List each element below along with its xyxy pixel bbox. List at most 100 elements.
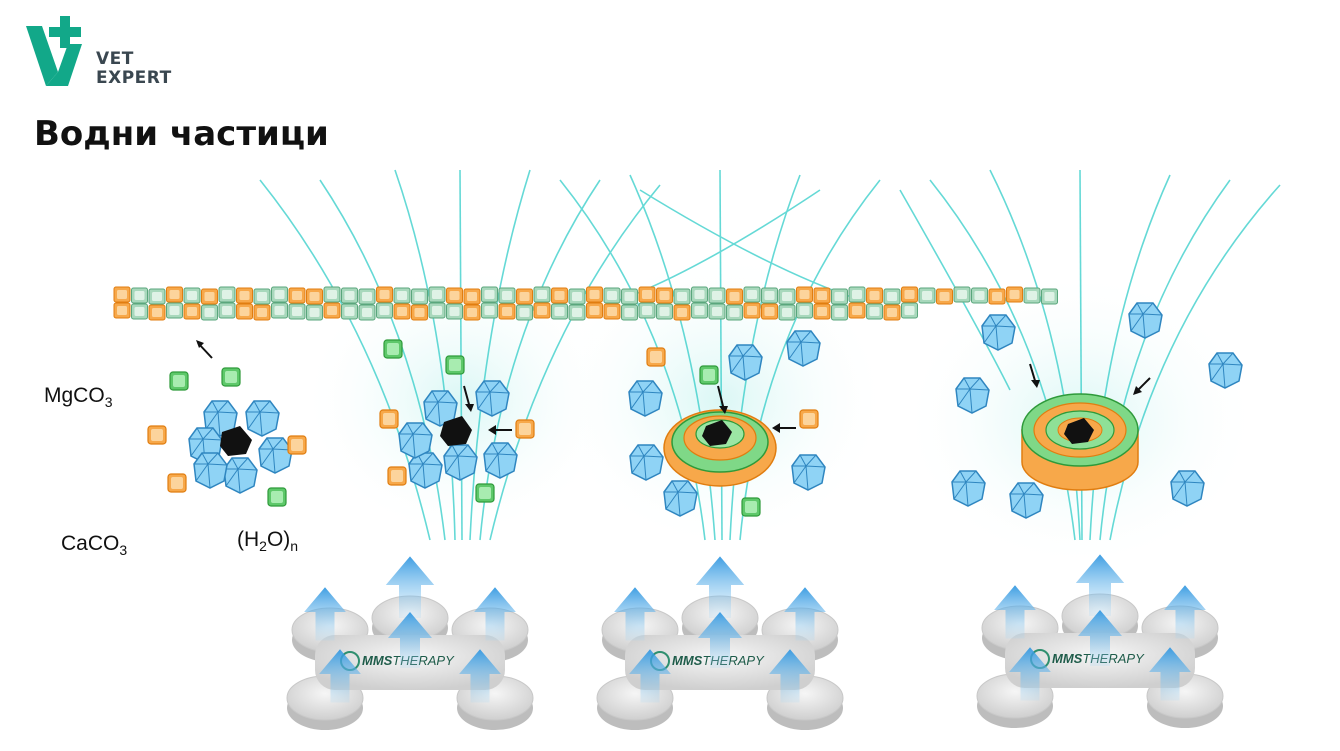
scale-cube bbox=[236, 303, 253, 320]
scale-cube bbox=[638, 302, 656, 319]
scale-cube bbox=[498, 303, 516, 320]
scale-cube bbox=[218, 302, 236, 319]
scale-cube bbox=[131, 303, 148, 320]
scale-cube bbox=[148, 304, 166, 321]
scale-cube bbox=[306, 304, 323, 321]
scale-cube bbox=[603, 303, 621, 320]
scale-cube bbox=[533, 302, 551, 319]
scale-cube bbox=[971, 287, 988, 304]
up-arrow-icon bbox=[319, 649, 361, 703]
scale-cube bbox=[393, 303, 411, 320]
up-arrow-icon bbox=[698, 612, 742, 668]
logo-line2: EXPERT bbox=[96, 68, 172, 88]
scale-cube bbox=[358, 304, 376, 321]
caco3-text: CaCO bbox=[61, 532, 120, 555]
water-mid: O) bbox=[266, 528, 291, 551]
scale-cube bbox=[726, 288, 743, 305]
water-sub1: 2 bbox=[259, 538, 267, 555]
scale-cube bbox=[148, 288, 166, 305]
scale-cube bbox=[271, 286, 288, 303]
scale-cube bbox=[883, 304, 901, 321]
scale-cube bbox=[603, 287, 621, 304]
scale-cube bbox=[393, 287, 411, 304]
scale-cube bbox=[446, 303, 463, 320]
scale-cube bbox=[271, 302, 288, 319]
scale-cube bbox=[638, 286, 656, 303]
scale-cube bbox=[708, 287, 726, 304]
scale-cube bbox=[761, 287, 778, 304]
label-mgco3: MgCO3 bbox=[44, 384, 112, 410]
scale-cube bbox=[796, 302, 813, 319]
scale-cube bbox=[463, 304, 481, 321]
scale-cube bbox=[1006, 286, 1023, 303]
label-caco3: CaCO3 bbox=[61, 532, 127, 558]
scale-cube bbox=[621, 288, 638, 305]
scale-cube bbox=[656, 287, 673, 304]
scale-cube bbox=[253, 288, 271, 305]
scale-cube bbox=[848, 286, 866, 303]
scale-layer bbox=[113, 286, 1058, 321]
scale-cube bbox=[813, 287, 831, 304]
stage-3-cluster bbox=[628, 330, 826, 517]
label-water: (H2O)n bbox=[237, 528, 298, 554]
scale-cube bbox=[691, 286, 708, 303]
scale-cube bbox=[813, 303, 831, 320]
scale-cube bbox=[323, 286, 341, 303]
up-arrow-icon bbox=[994, 585, 1036, 639]
scale-cube bbox=[446, 287, 463, 304]
mms-therapy-device: MMSTHERAPY bbox=[596, 556, 844, 730]
logo-text: VET EXPERT bbox=[96, 50, 172, 88]
scale-cube bbox=[236, 287, 253, 304]
scale-cube bbox=[568, 304, 586, 321]
page-title: Водни частици bbox=[34, 114, 329, 154]
scale-cube bbox=[481, 302, 498, 319]
scale-cube bbox=[376, 302, 393, 319]
up-arrow-icon bbox=[388, 612, 432, 668]
scale-cube bbox=[1041, 288, 1058, 305]
scale-cube bbox=[866, 287, 883, 304]
up-arrow-icon bbox=[1164, 585, 1206, 639]
up-arrow-icon bbox=[459, 649, 501, 703]
scale-cube bbox=[656, 303, 673, 320]
scale-cube bbox=[463, 288, 481, 305]
scale-cube bbox=[848, 302, 866, 319]
up-arrow-icon bbox=[1075, 554, 1125, 616]
scale-cube bbox=[306, 288, 323, 305]
scale-cube bbox=[866, 303, 883, 320]
scale-cube bbox=[953, 286, 971, 303]
scale-cube bbox=[901, 286, 918, 303]
scale-cube bbox=[673, 304, 691, 321]
up-arrow-icon bbox=[784, 587, 826, 641]
scale-cube bbox=[743, 302, 761, 319]
scale-cube bbox=[201, 304, 218, 321]
scale-cube bbox=[166, 302, 183, 319]
scale-cube bbox=[796, 286, 813, 303]
scale-cube bbox=[918, 287, 936, 304]
vet-plus-icon bbox=[26, 16, 82, 86]
scale-cube bbox=[376, 286, 393, 303]
scale-cube bbox=[743, 286, 761, 303]
scale-cube bbox=[988, 288, 1006, 305]
scale-cube bbox=[183, 287, 201, 304]
up-arrow-icon bbox=[1009, 647, 1051, 701]
scale-cube bbox=[183, 303, 201, 320]
scale-cube bbox=[288, 303, 306, 320]
scale-cube bbox=[218, 286, 236, 303]
vet-expert-logo: VET EXPERT bbox=[24, 14, 184, 90]
scale-cube bbox=[708, 303, 726, 320]
scale-cube bbox=[1023, 287, 1041, 304]
scale-cube bbox=[586, 286, 603, 303]
scale-cube bbox=[516, 304, 533, 321]
scale-cube bbox=[498, 287, 516, 304]
stage-2-cluster bbox=[379, 339, 535, 503]
scale-cube bbox=[323, 302, 341, 319]
scale-cube bbox=[428, 286, 446, 303]
scale-cube bbox=[621, 304, 638, 321]
scale-cube bbox=[778, 304, 796, 321]
scale-cube bbox=[533, 286, 551, 303]
scale-cube bbox=[201, 288, 218, 305]
up-arrow-icon bbox=[1078, 610, 1122, 666]
stage-4-cluster bbox=[951, 302, 1243, 519]
scale-cube bbox=[831, 288, 848, 305]
scale-cube bbox=[481, 286, 498, 303]
